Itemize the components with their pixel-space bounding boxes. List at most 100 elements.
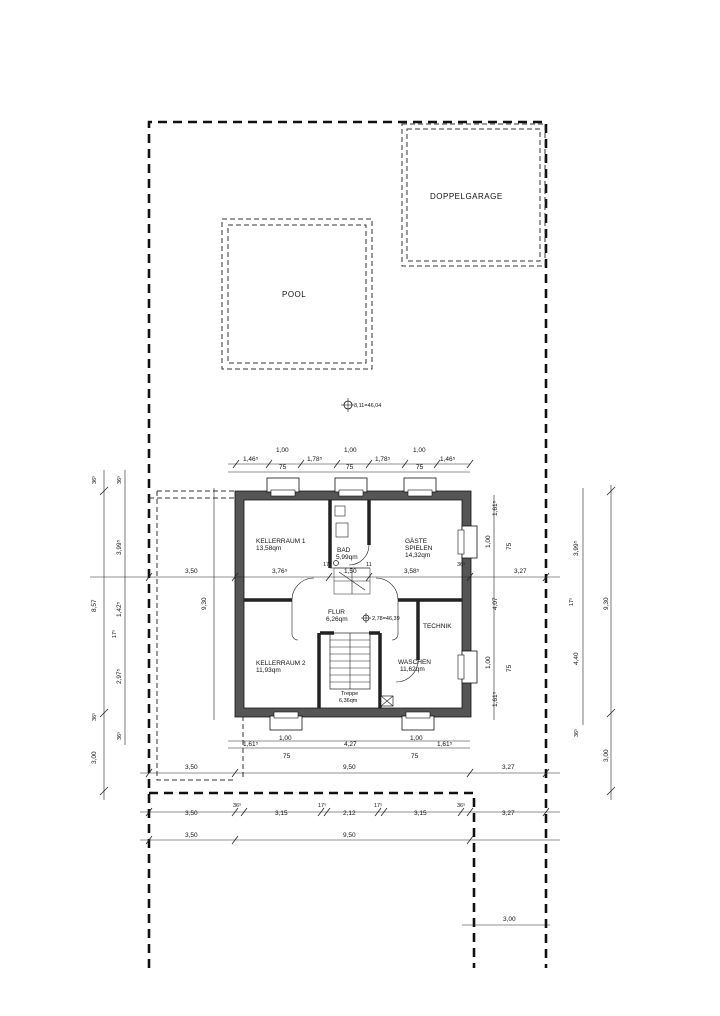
- small-stair: [333, 567, 371, 595]
- level-marker-icon: [341, 398, 355, 412]
- dim-right-7: 1,61⁵: [492, 691, 499, 707]
- dim-lower-6: 17⁵: [374, 802, 382, 809]
- treppe-name: Treppe: [341, 691, 358, 697]
- dim-right-1: 1,61⁵: [492, 500, 499, 516]
- pool-label: POOL: [282, 290, 306, 299]
- dim-left-8: 36⁵: [91, 713, 98, 721]
- dim-top-5: 75: [279, 464, 287, 471]
- dimension-ticks: [99, 459, 616, 845]
- dimension-lines: [90, 463, 612, 926]
- dim-right-5: 1,00: [485, 656, 492, 669]
- dim-left-9: 36⁵: [116, 732, 123, 740]
- level-inside-label: 2,78=46,39: [372, 616, 400, 622]
- keller2-name: KELLERRAUM 2: [256, 660, 306, 667]
- dim-lower-5: 2,12: [343, 810, 356, 817]
- dim-top-1: 1,00: [276, 447, 289, 454]
- dim-room-1: 3,50: [185, 568, 198, 575]
- windows-right: [457, 525, 478, 684]
- dim-top-3: 1,00: [413, 447, 426, 454]
- doppelgarage-outline: [401, 123, 546, 267]
- dim-bottom-3: 4,27: [344, 741, 357, 748]
- dim-right-10: 9,30: [603, 597, 610, 610]
- keller1-name: KELLERRAUM 1: [256, 538, 306, 545]
- waschen-area: 11,62qm: [400, 666, 425, 673]
- dim-left-1: 36⁵: [91, 476, 98, 484]
- dim-left-7: 2,97⁵: [116, 668, 123, 684]
- flur-area: 6,26qm: [326, 616, 348, 623]
- dim-lower-4: 17⁵: [318, 802, 326, 809]
- dim-lower-11: 9,50: [343, 832, 356, 839]
- dim-top-6: 1,78⁵: [307, 456, 323, 463]
- gaeste-name2: SPIELEN: [405, 545, 433, 552]
- keller2-area: 11,93qm: [256, 667, 281, 674]
- dim-top-2: 1,00: [344, 447, 357, 454]
- treppe-area: 6,36qm: [339, 698, 358, 704]
- property-boundary: [147, 120, 548, 968]
- dim-room-7: 36⁵: [457, 561, 465, 568]
- dim-left-3: 3,99⁵: [116, 539, 123, 555]
- level-marker-inside-icon: [361, 613, 371, 623]
- dim-right-9: 17⁵: [568, 598, 575, 606]
- dim-top-8: 1,78⁵: [375, 456, 391, 463]
- dim-right-11: 4,40: [573, 652, 580, 665]
- dim-lower-right: 3,00: [503, 916, 516, 923]
- dim-lower-2: 36⁵: [233, 802, 241, 809]
- gaeste-name1: GÄSTE: [405, 537, 428, 545]
- dim-top-10: 1,46⁵: [440, 456, 456, 463]
- dim-right-8: 3,99⁵: [573, 540, 580, 556]
- dim-right-3: 75: [506, 542, 513, 550]
- dim-left-10: 3,00: [91, 751, 98, 764]
- dim-left-inner: 9,30: [201, 597, 208, 610]
- dim-lower-10: 3,50: [185, 832, 198, 839]
- dim-lower-3: 3,15: [275, 810, 288, 817]
- bad-area: 5,99qm: [336, 554, 358, 561]
- doppelgarage-label: DOPPELGARAGE: [430, 192, 503, 201]
- dim-room-2: 3,76⁵: [272, 568, 288, 575]
- building-walls: [234, 490, 472, 718]
- dim-bottom-6: 75: [283, 753, 291, 760]
- dim-room-5: 11: [366, 562, 372, 568]
- dim-right-13: 3,00: [603, 749, 610, 762]
- dim-right-4: 4,07: [492, 597, 499, 610]
- dim-top-7: 75: [346, 464, 354, 471]
- dim-top-4: 1,46⁵: [243, 456, 259, 463]
- dim-bottom-2: 1,00: [279, 735, 292, 742]
- pool-outline: [221, 218, 373, 370]
- bad-name: BAD: [337, 547, 351, 554]
- waschen-name: WASCHEN: [398, 659, 431, 666]
- gaeste-area: 14,32qm: [405, 552, 430, 559]
- flur-name: FLUR: [328, 609, 345, 616]
- dim-bottom-4: 1,00: [410, 735, 423, 742]
- dim-lower-1: 3,50: [185, 810, 198, 817]
- dim-room-6: 3,58⁵: [404, 568, 420, 575]
- dim-left-6: 1,42⁵: [116, 601, 123, 617]
- dim-bottom-1: 1,61⁵: [243, 741, 259, 748]
- dim-bottom-7: 75: [411, 753, 419, 760]
- keller1-area: 13,58qm: [256, 545, 281, 552]
- dim-right-2: 1,00: [485, 535, 492, 548]
- dim-room-3: 17⁵: [323, 561, 331, 568]
- dim-room-8: 3,27: [514, 568, 527, 575]
- dim-right-6: 75: [506, 664, 513, 672]
- stairs: [329, 632, 371, 690]
- dim-room-4: 1,50: [344, 568, 357, 575]
- terrace-outline: [149, 490, 244, 781]
- dim-bottom-8: 3,50: [185, 764, 198, 771]
- dim-lower-8: 36⁵: [457, 802, 465, 809]
- windows-bottom: [269, 711, 435, 731]
- dim-bottom-5: 1,61⁵: [437, 741, 453, 748]
- interior-walls: [244, 500, 462, 708]
- bathroom-fixtures: [333, 505, 349, 566]
- dim-lower-7: 3,15: [414, 810, 427, 817]
- technik-label: TECHNIK: [423, 623, 452, 630]
- dim-left-4: 8,57: [91, 599, 98, 612]
- level-outside-label: 3,11=46,04: [354, 403, 381, 409]
- shaft-icon: [380, 695, 394, 707]
- dim-bottom-10: 3,27: [502, 764, 515, 771]
- dim-left-2: 36⁵: [116, 476, 123, 484]
- dim-right-12: 36⁵: [573, 729, 580, 737]
- dim-top-9: 75: [416, 464, 424, 471]
- dim-left-5: 17⁵: [111, 630, 118, 638]
- windows-top: [266, 477, 437, 497]
